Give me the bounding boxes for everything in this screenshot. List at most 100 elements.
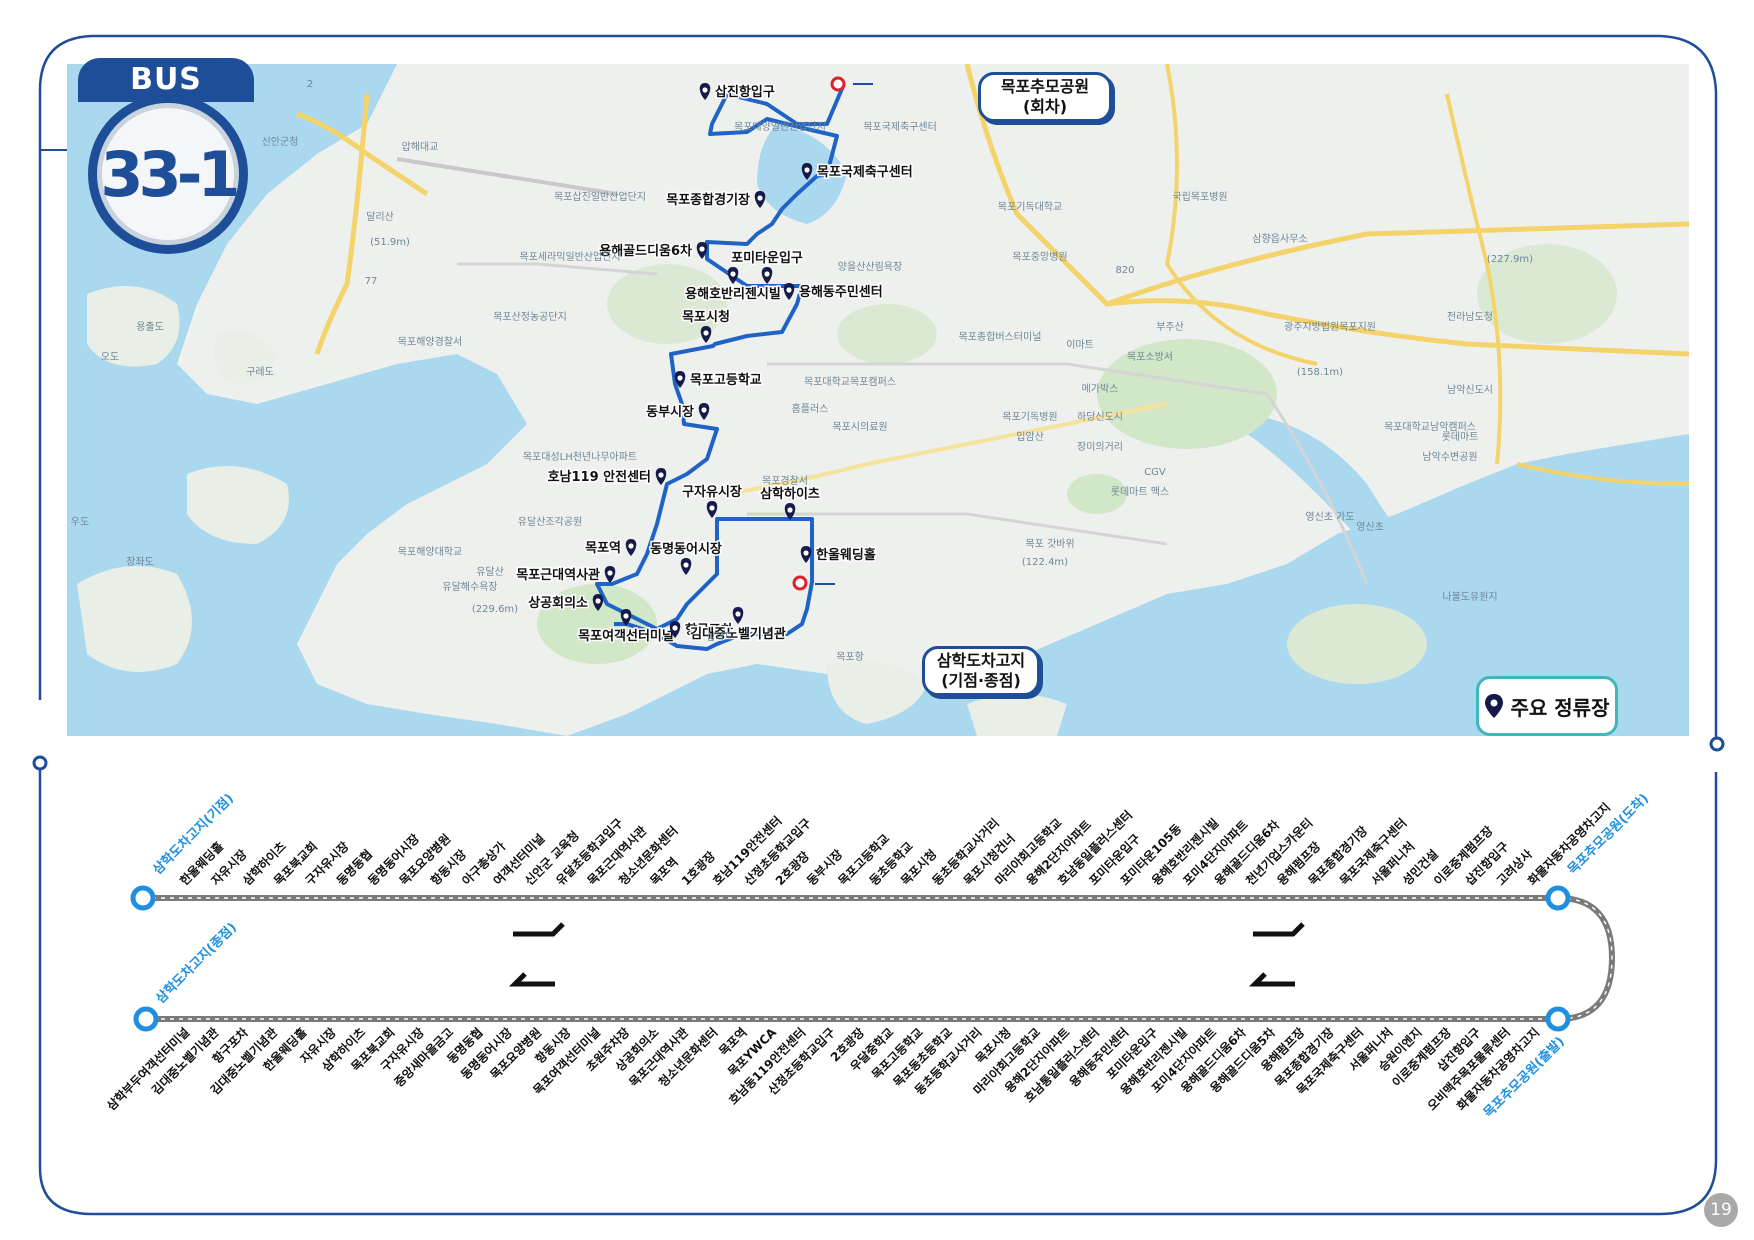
map-stop-marker[interactable]: 용해호반리젠시빌 (684, 267, 782, 304)
direction-arrow-icon (508, 922, 1305, 987)
map-stop-marker[interactable]: 용해동주민센터 (783, 283, 884, 302)
map-place-label: 홈플러스 (792, 402, 829, 415)
map-stop-label: 목포근대역사관 (516, 567, 600, 583)
map-stop-marker[interactable]: 목포근대역사관 (515, 566, 616, 585)
map-place-label: 삼향읍사무소 (1252, 233, 1307, 245)
map-place-label: 우도 (71, 516, 89, 528)
map-stop-label: 한울웨딩홀 (816, 547, 876, 563)
map-stop-marker[interactable]: 삼학하이츠 (759, 485, 821, 520)
map-stop-marker[interactable]: 용해골드디움6차 (598, 242, 708, 261)
map-elevation-label: (51.9m) (370, 237, 410, 248)
map-elevation-label: (229.6m) (472, 604, 518, 615)
map-pin-dot (672, 625, 678, 631)
start-terminal-name: 삼학도차고지 (936, 651, 1026, 670)
map-pin-dot (702, 87, 708, 93)
map-place-label: 장미의거리 (1077, 441, 1123, 453)
map-stop-marker[interactable]: 목포국제축구센터 (801, 163, 914, 182)
map-pin-dot (623, 613, 629, 619)
map-place-label: 남악수변공원 (1422, 451, 1477, 463)
map-stop-marker[interactable]: 목포여객선터미널 (577, 609, 675, 646)
map-place-label: 달리산 (366, 211, 394, 223)
map-place-label: 나불도유원지 (1442, 591, 1497, 603)
map-stop-marker[interactable]: 상공회의소 (527, 594, 604, 613)
map-place-label: 목포항 (836, 651, 864, 663)
map-stop-marker[interactable]: 목포역 (584, 539, 637, 558)
map-stop-label: 호남119 안전센터 (548, 469, 651, 485)
map-stop-label: 목포종합경기장 (666, 192, 750, 208)
map-place-label: 메가박스 (1082, 383, 1119, 395)
bus-label: BUS (78, 58, 254, 102)
outbound-start-node (130, 885, 156, 911)
inbound-start-node (1545, 1006, 1571, 1032)
legend-label: 주요 정류장 (1510, 695, 1610, 720)
map-pin-dot (677, 375, 683, 381)
map-stop-marker[interactable]: 목포고등학교 (674, 371, 763, 390)
map-place-label: 목포해양경찰서 (398, 335, 462, 348)
start-terminal-note: (기점·종점) (941, 671, 1021, 690)
map-stop-marker[interactable]: 김대중노벨기념관 (689, 607, 787, 644)
map-place-label: 목포소방서 (1127, 351, 1173, 363)
map-stop-marker[interactable]: 삽진항입구 (699, 83, 776, 102)
map-stop-label: 용해호반리젠시빌 (685, 286, 781, 302)
turnaround-callout: 목포추모공원 (회차) (978, 72, 1112, 122)
map-place-label: 유달해수욕장 (442, 580, 497, 593)
map-stop-marker[interactable]: 한울웨딩홀 (800, 546, 877, 565)
bus-badge: BUS 33-1 (70, 58, 270, 254)
map-place-label: 구레도 (246, 366, 274, 378)
map-pin-icon (1484, 694, 1503, 718)
map-stop-label: 목포역 (585, 540, 621, 556)
map-place-label: 목포대학교목포캠퍼스 (804, 376, 896, 388)
map-stop-marker[interactable]: 호남119 안전센터 (546, 468, 667, 487)
map-place-label: 유달산조각공원 (518, 516, 582, 528)
sea-inlet (1247, 414, 1427, 584)
map-place-label: 장좌도 (126, 556, 154, 568)
map-stop-marker[interactable]: 포미타운입구 (730, 249, 804, 284)
map-pin-dot (709, 505, 715, 511)
page-number: 19 (1704, 1193, 1738, 1227)
map-pin-dot (607, 570, 613, 576)
legend: 주요 정류장 (1476, 676, 1618, 736)
map-stop-marker[interactable]: 목포시청 (681, 308, 731, 343)
turnaround-name: 목포추모공원 (1000, 77, 1090, 96)
map-stop-label: 용해골드디움6차 (599, 243, 692, 259)
map-place-label: 삼학도 (706, 631, 734, 643)
map-pin-dot (658, 472, 664, 478)
map-place-label: 목포산정농공단지 (493, 311, 567, 323)
map-pin-dot (757, 195, 763, 201)
map-pin-dot (699, 246, 705, 252)
map-place-label: 목포삽진일반산업단지 (554, 190, 646, 203)
terminal-marker[interactable] (830, 76, 846, 92)
map-pin-dot (735, 611, 741, 617)
map-elevation-label: 77 (365, 276, 378, 287)
map-stop-marker[interactable]: 구자유시장 (681, 483, 743, 518)
map-stop-marker[interactable]: 목포종합경기장 (665, 191, 766, 210)
map-place-label: 하당신도시 (1077, 410, 1123, 423)
map-place-label: 영신초 가도 (1305, 511, 1354, 523)
map-place-label: 목포대양일반산업단지 (734, 120, 826, 133)
map-place-label: 목포해양대학교 (398, 545, 462, 558)
map-place-label: 목포기독병원 (1002, 411, 1057, 423)
map-elevation-label: (122.4m) (1022, 557, 1068, 568)
bus-number-circle: 33-1 (88, 94, 248, 254)
outbound-end-node (1545, 885, 1571, 911)
terminal-marker[interactable] (792, 575, 808, 591)
map-place-label: 광주지방법원목포지원 (1284, 321, 1376, 333)
map-place-label: 압해대교 (402, 140, 439, 153)
map-stop-label: 목포시청 (682, 309, 730, 325)
map-stop-label: 향구포차 (685, 622, 733, 638)
map-place-label: 남악신도시 (1447, 384, 1493, 396)
turnaround-note: (회차) (1022, 97, 1068, 116)
map-stop-marker[interactable]: 동부시장 (645, 403, 710, 422)
map-pin-dot (683, 562, 689, 568)
map-stop-marker[interactable]: 향구포차 (669, 621, 734, 640)
map-pin-dot (786, 287, 792, 293)
map-place-label: 전라남도청 (1447, 311, 1493, 323)
map-pin-dot (628, 543, 634, 549)
map-stop-marker[interactable]: 동명동어시장 (649, 540, 723, 575)
route-line (595, 83, 846, 651)
map-place-label: 이마트 (1066, 339, 1094, 351)
map-pin-dot (764, 271, 770, 277)
map-elevation-label: 820 (1115, 265, 1134, 276)
